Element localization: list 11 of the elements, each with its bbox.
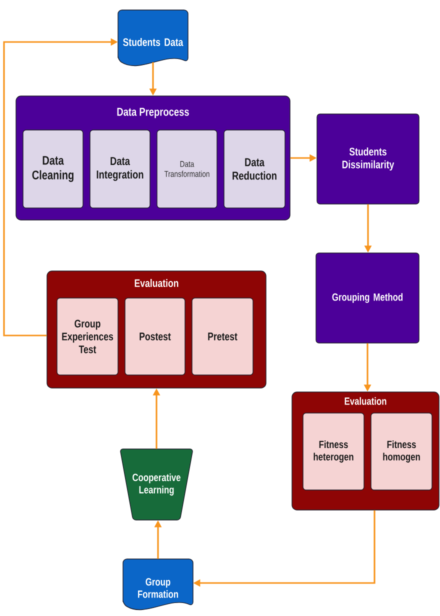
process-box: Postest	[124, 298, 186, 376]
process-box: Pretest	[192, 298, 254, 376]
process-box: Grouping Method	[316, 252, 420, 344]
process-box: Data Transformation	[156, 130, 218, 208]
process-box: Data Cleaning	[22, 130, 84, 208]
process-box: Students Dissimilarity	[316, 114, 420, 204]
process-box: Data Integration	[90, 130, 150, 208]
process-box: Fitness homogen	[370, 412, 432, 490]
process-box: Data Reduction	[224, 130, 286, 208]
process-box: Group Experiences Test	[56, 298, 118, 376]
process-box: Fitness heterogen	[302, 412, 364, 490]
